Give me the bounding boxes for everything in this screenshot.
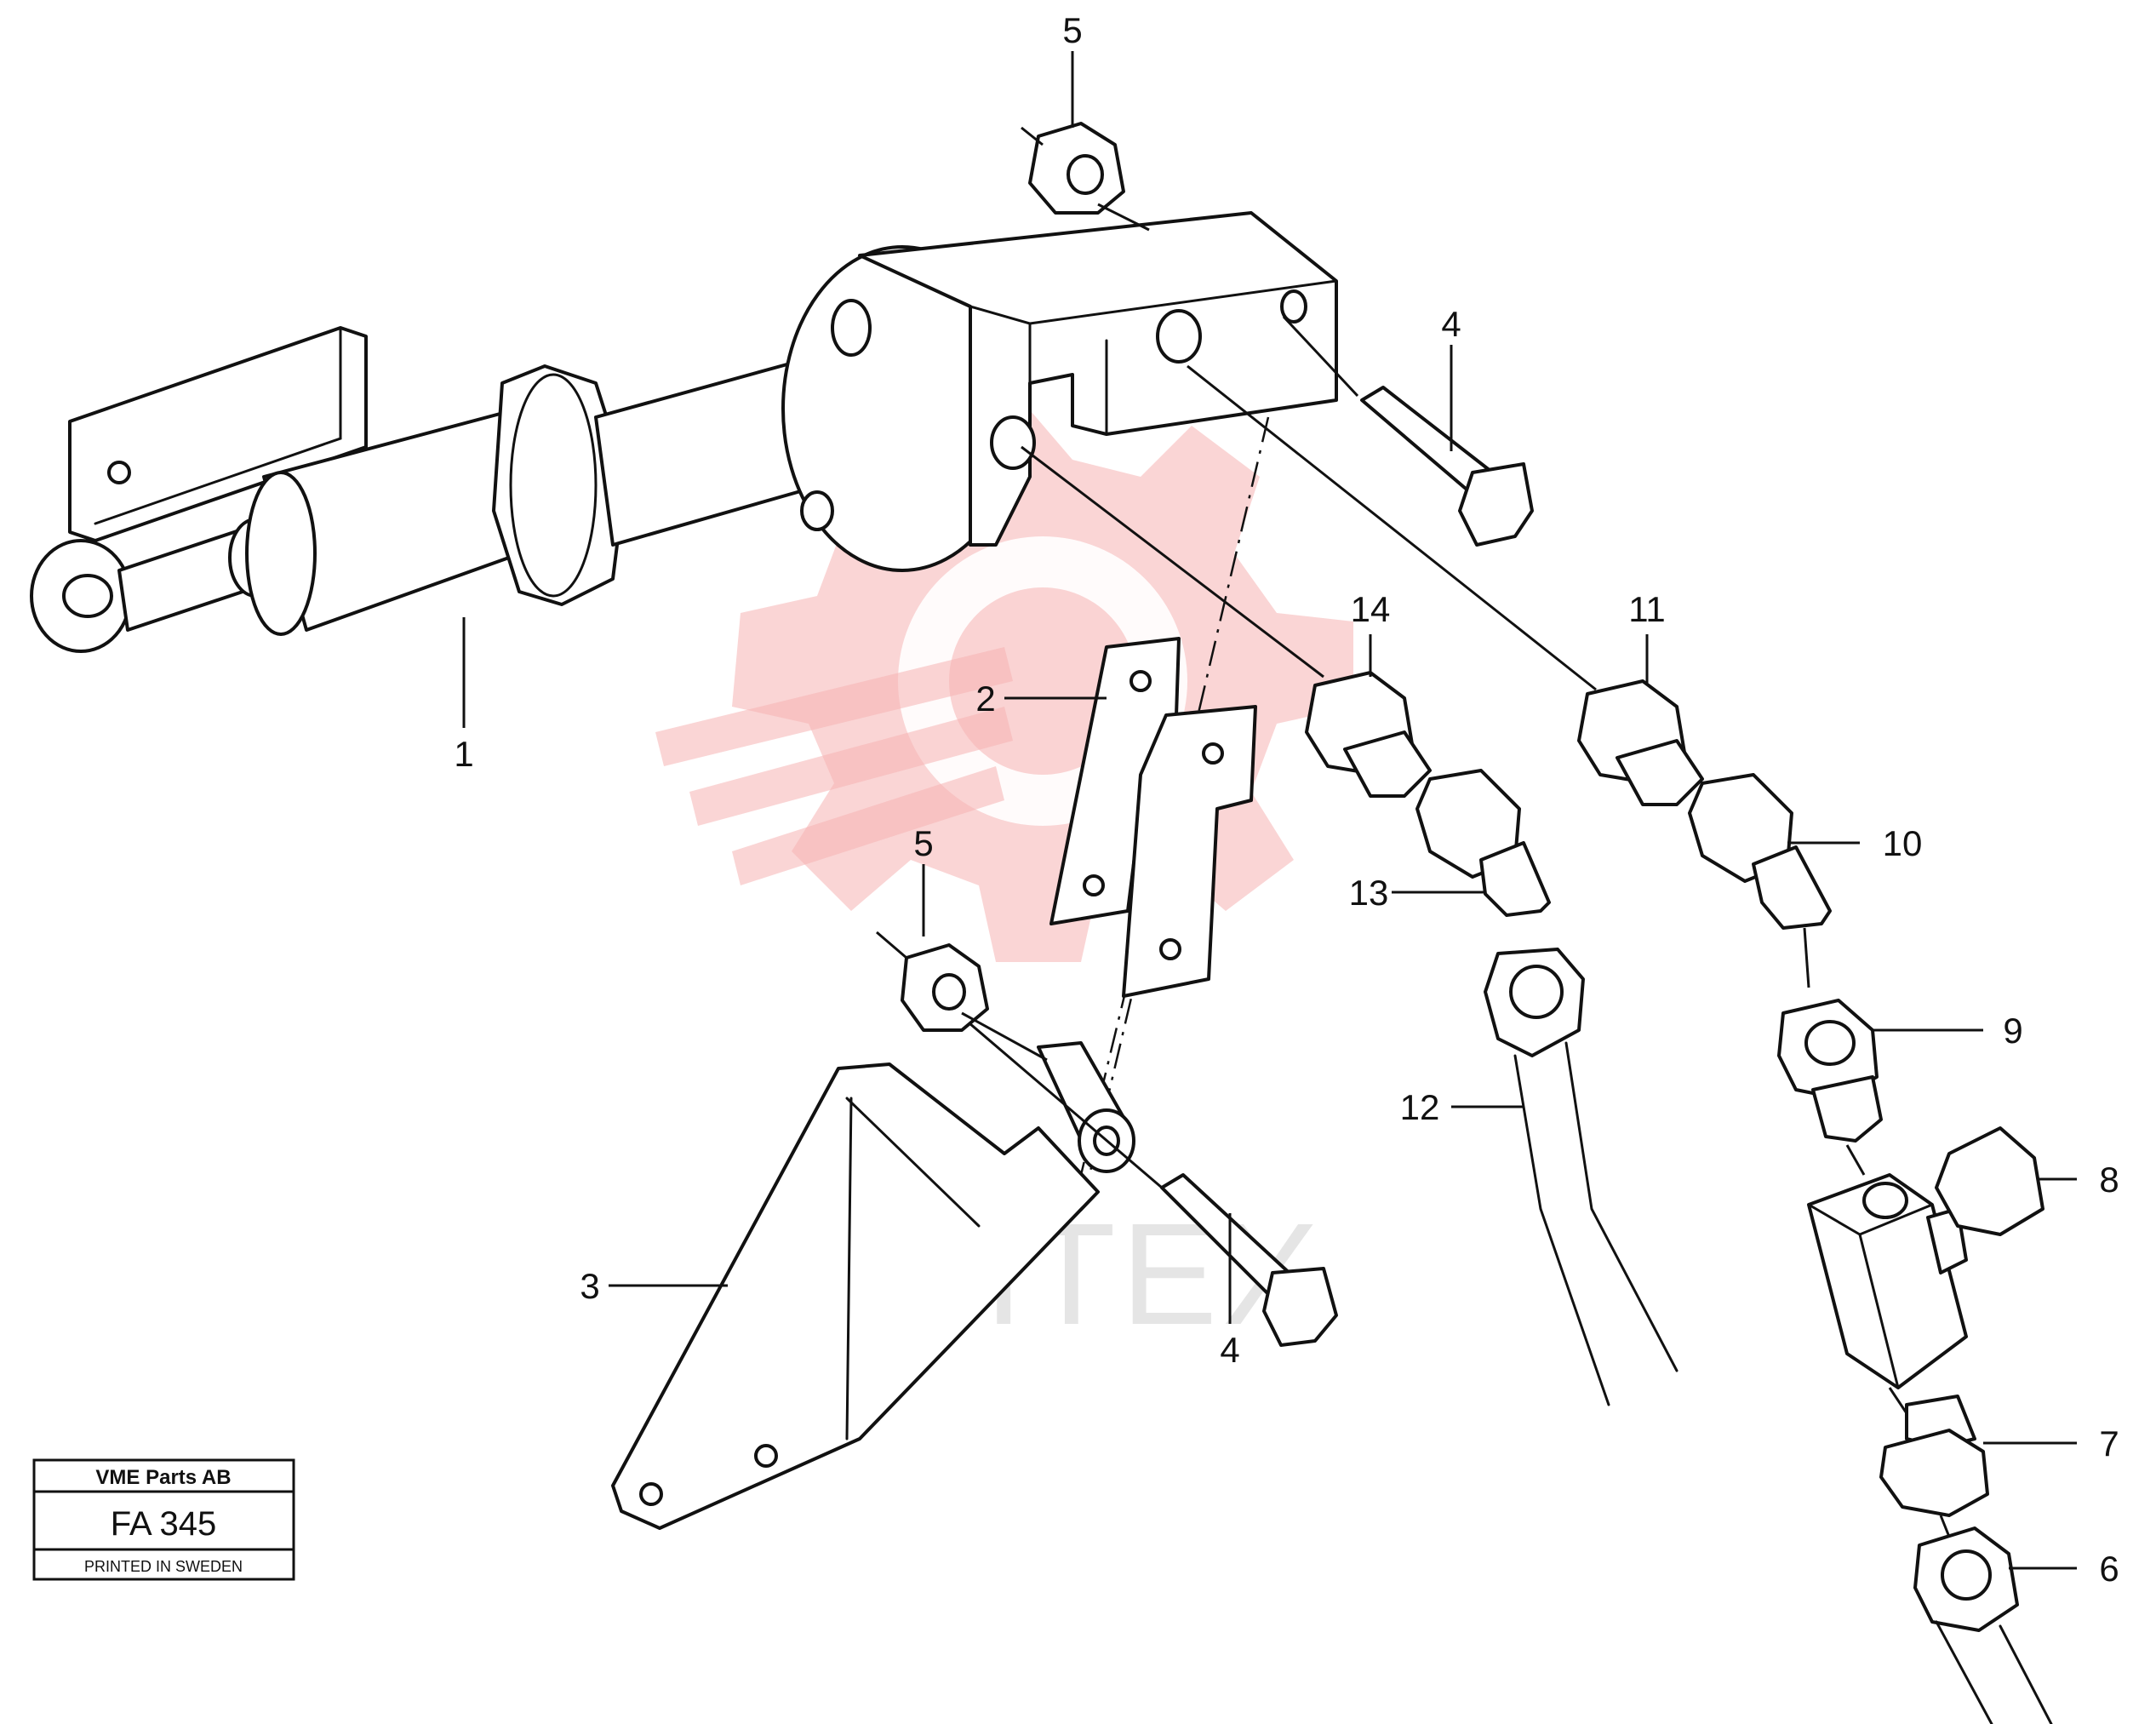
stamp-code: FA 345 (111, 1505, 217, 1543)
callout-11: 11 (1628, 589, 1666, 629)
stamp-company: VME Parts AB (95, 1466, 231, 1489)
part-13-elbow (1415, 769, 1551, 917)
callout-13: 13 (1349, 873, 1389, 913)
part-5-nut-upper (1021, 122, 1150, 232)
stamp-printed: PRINTED IN SWEDEN (84, 1558, 243, 1575)
callout-12: 12 (1400, 1087, 1440, 1127)
part-14-fitting (1305, 671, 1432, 798)
callout-1: 1 (454, 734, 473, 774)
part-1-cylinder (30, 211, 1338, 653)
callout-8: 8 (2099, 1160, 2119, 1200)
part-3-bracket (611, 1041, 1135, 1530)
part-8-tee-block (1807, 1126, 2044, 1389)
callout-3: 3 (580, 1266, 599, 1306)
part-10-elbow (1688, 773, 1832, 930)
callout-5-lower: 5 (913, 823, 933, 863)
callout-numbers: 1 2 3 4 4 5 5 6 7 8 9 10 11 12 13 14 (454, 10, 2119, 1589)
callout-10: 10 (1883, 823, 1923, 863)
callout-4-upper: 4 (1441, 304, 1461, 344)
part-4-bolt-upper (1282, 315, 1534, 547)
callout-7: 7 (2099, 1423, 2119, 1463)
part-9-fitting (1777, 999, 1883, 1143)
callout-4-lower: 4 (1220, 1330, 1239, 1370)
callout-leaders (462, 51, 2077, 1570)
part-2-plates (1049, 637, 1257, 998)
part-12-hose (1484, 948, 1678, 1406)
part-11-fitting (1577, 679, 1704, 806)
part-6-hose-end (1913, 1526, 2053, 1724)
part-5-nut-lower (876, 931, 1048, 1062)
title-stamp: VME Parts AB FA 345 PRINTED IN SWEDEN (32, 1458, 295, 1581)
callout-2: 2 (975, 679, 995, 719)
callout-5-upper: 5 (1062, 10, 1082, 50)
callout-9: 9 (2003, 1011, 2022, 1051)
part-4-bolt-lower (957, 1011, 1338, 1347)
part-7-fitting (1879, 1395, 1989, 1517)
callout-14: 14 (1351, 589, 1391, 629)
callout-6: 6 (2099, 1549, 2119, 1589)
